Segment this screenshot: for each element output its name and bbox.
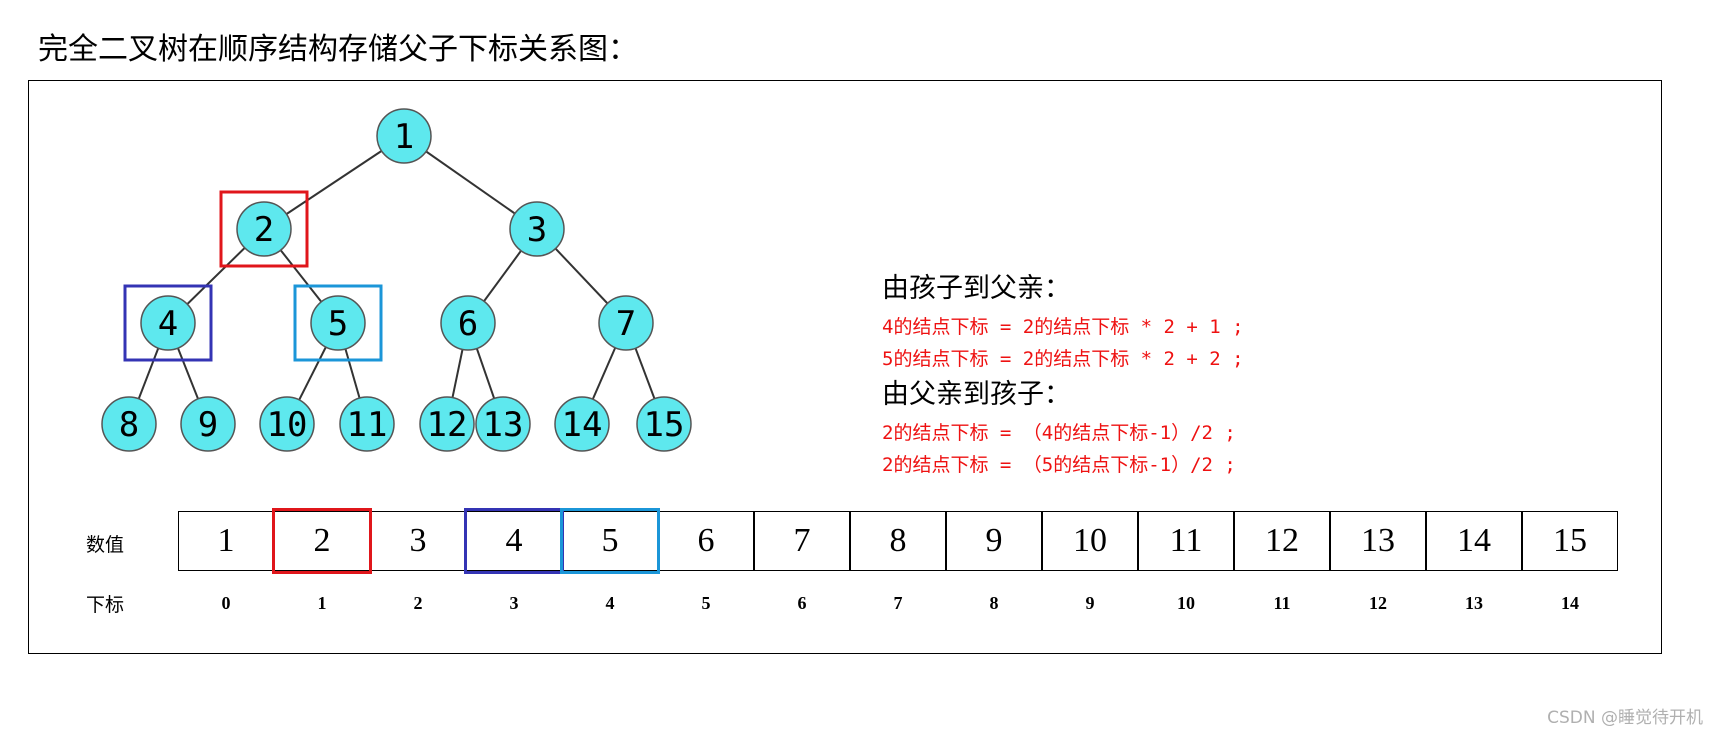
array-cell: 3 xyxy=(370,511,466,571)
array-index: 7 xyxy=(893,593,903,613)
array-index: 1 xyxy=(317,593,327,613)
parent-cell-highlight xyxy=(272,508,372,574)
array-index: 5 xyxy=(701,593,711,613)
array-cell: 2 xyxy=(274,511,370,571)
formula-parent-from-right-child: 2的结点下标 = （5的结点下标-1）/2 ; xyxy=(882,454,1236,476)
array-cell: 14 xyxy=(1426,511,1522,571)
tree-node-label: 15 xyxy=(644,405,685,445)
formula-right-child-index: 5的结点下标 = 2的结点下标 * 2 + 2 ; xyxy=(882,348,1244,370)
array-cell: 11 xyxy=(1138,511,1234,571)
right-child-cell-highlight xyxy=(560,508,660,574)
tree-node-label: 5 xyxy=(328,304,348,344)
array-cell: 6 xyxy=(658,511,754,571)
parent-to-child-heading: 由父亲到孩子： xyxy=(882,379,1071,410)
array-cell: 7 xyxy=(754,511,850,571)
array-index: 11 xyxy=(1273,593,1291,613)
tree-node xyxy=(554,396,610,452)
tree-node xyxy=(440,295,496,351)
array-index: 4 xyxy=(605,593,615,613)
tree-node xyxy=(419,396,475,452)
array-cell: 10 xyxy=(1042,511,1138,571)
index-row-label: 下标 xyxy=(86,594,125,616)
tree-node xyxy=(310,295,366,351)
watermark: CSDN @睡觉待开机 xyxy=(1547,708,1703,728)
tree-node xyxy=(598,295,654,351)
left-child-cell-highlight xyxy=(464,508,564,574)
tree-node-label: 3 xyxy=(527,210,547,250)
tree-node-label: 1 xyxy=(394,117,414,157)
tree-node xyxy=(475,396,531,452)
formula-parent-from-left-child: 2的结点下标 = （4的结点下标-1）/2 ; xyxy=(882,422,1236,444)
value-row-label: 数值 xyxy=(86,534,125,556)
array-cell: 9 xyxy=(946,511,1042,571)
array-index: 10 xyxy=(1177,593,1195,613)
tree-node-label: 7 xyxy=(616,304,636,344)
array-cell: 5 xyxy=(562,511,658,571)
array-cell: 12 xyxy=(1234,511,1330,571)
tree-node-label: 13 xyxy=(483,405,524,445)
array-index: 14 xyxy=(1561,593,1579,613)
tree-node xyxy=(339,396,395,452)
array-index: 12 xyxy=(1369,593,1387,613)
array-index: 3 xyxy=(509,593,519,613)
tree-node-label: 9 xyxy=(198,405,218,445)
child-to-parent-heading: 由孩子到父亲： xyxy=(882,273,1071,304)
array-cell: 15 xyxy=(1522,511,1618,571)
right-child-node-highlight xyxy=(293,284,383,362)
tree-node xyxy=(101,396,157,452)
tree-node xyxy=(636,396,692,452)
tree-node-label: 10 xyxy=(267,405,308,445)
page-title: 完全二叉树在顺序结构存储父子下标关系图： xyxy=(38,32,638,67)
tree-node xyxy=(259,396,315,452)
tree-node-label: 12 xyxy=(427,405,468,445)
array-index: 9 xyxy=(1085,593,1095,613)
array-index: 6 xyxy=(797,593,807,613)
tree-node-label: 6 xyxy=(458,304,478,344)
parent-node-highlight xyxy=(219,190,309,268)
array-cell: 4 xyxy=(466,511,562,571)
tree-edge xyxy=(263,135,405,230)
array-cell: 1 xyxy=(178,511,274,571)
tree-node-label: 2 xyxy=(254,210,274,250)
tree-node xyxy=(509,201,565,257)
array-index: 13 xyxy=(1465,593,1483,613)
tree-node-label: 14 xyxy=(562,405,603,445)
tree-node xyxy=(180,396,236,452)
array-cell: 8 xyxy=(850,511,946,571)
tree-node-label: 8 xyxy=(119,405,139,445)
tree-node-label: 11 xyxy=(347,405,388,445)
tree-node-label: 4 xyxy=(158,304,178,344)
array-cell: 13 xyxy=(1330,511,1426,571)
formula-left-child-index: 4的结点下标 = 2的结点下标 * 2 + 1 ; xyxy=(882,316,1244,338)
array-index: 0 xyxy=(221,593,231,613)
tree-node xyxy=(140,295,196,351)
left-child-node-highlight xyxy=(123,284,213,362)
diagram-frame xyxy=(28,80,1662,654)
tree-node xyxy=(376,108,432,164)
tree-node xyxy=(236,201,292,257)
array-index: 2 xyxy=(413,593,423,613)
array-index: 8 xyxy=(989,593,999,613)
